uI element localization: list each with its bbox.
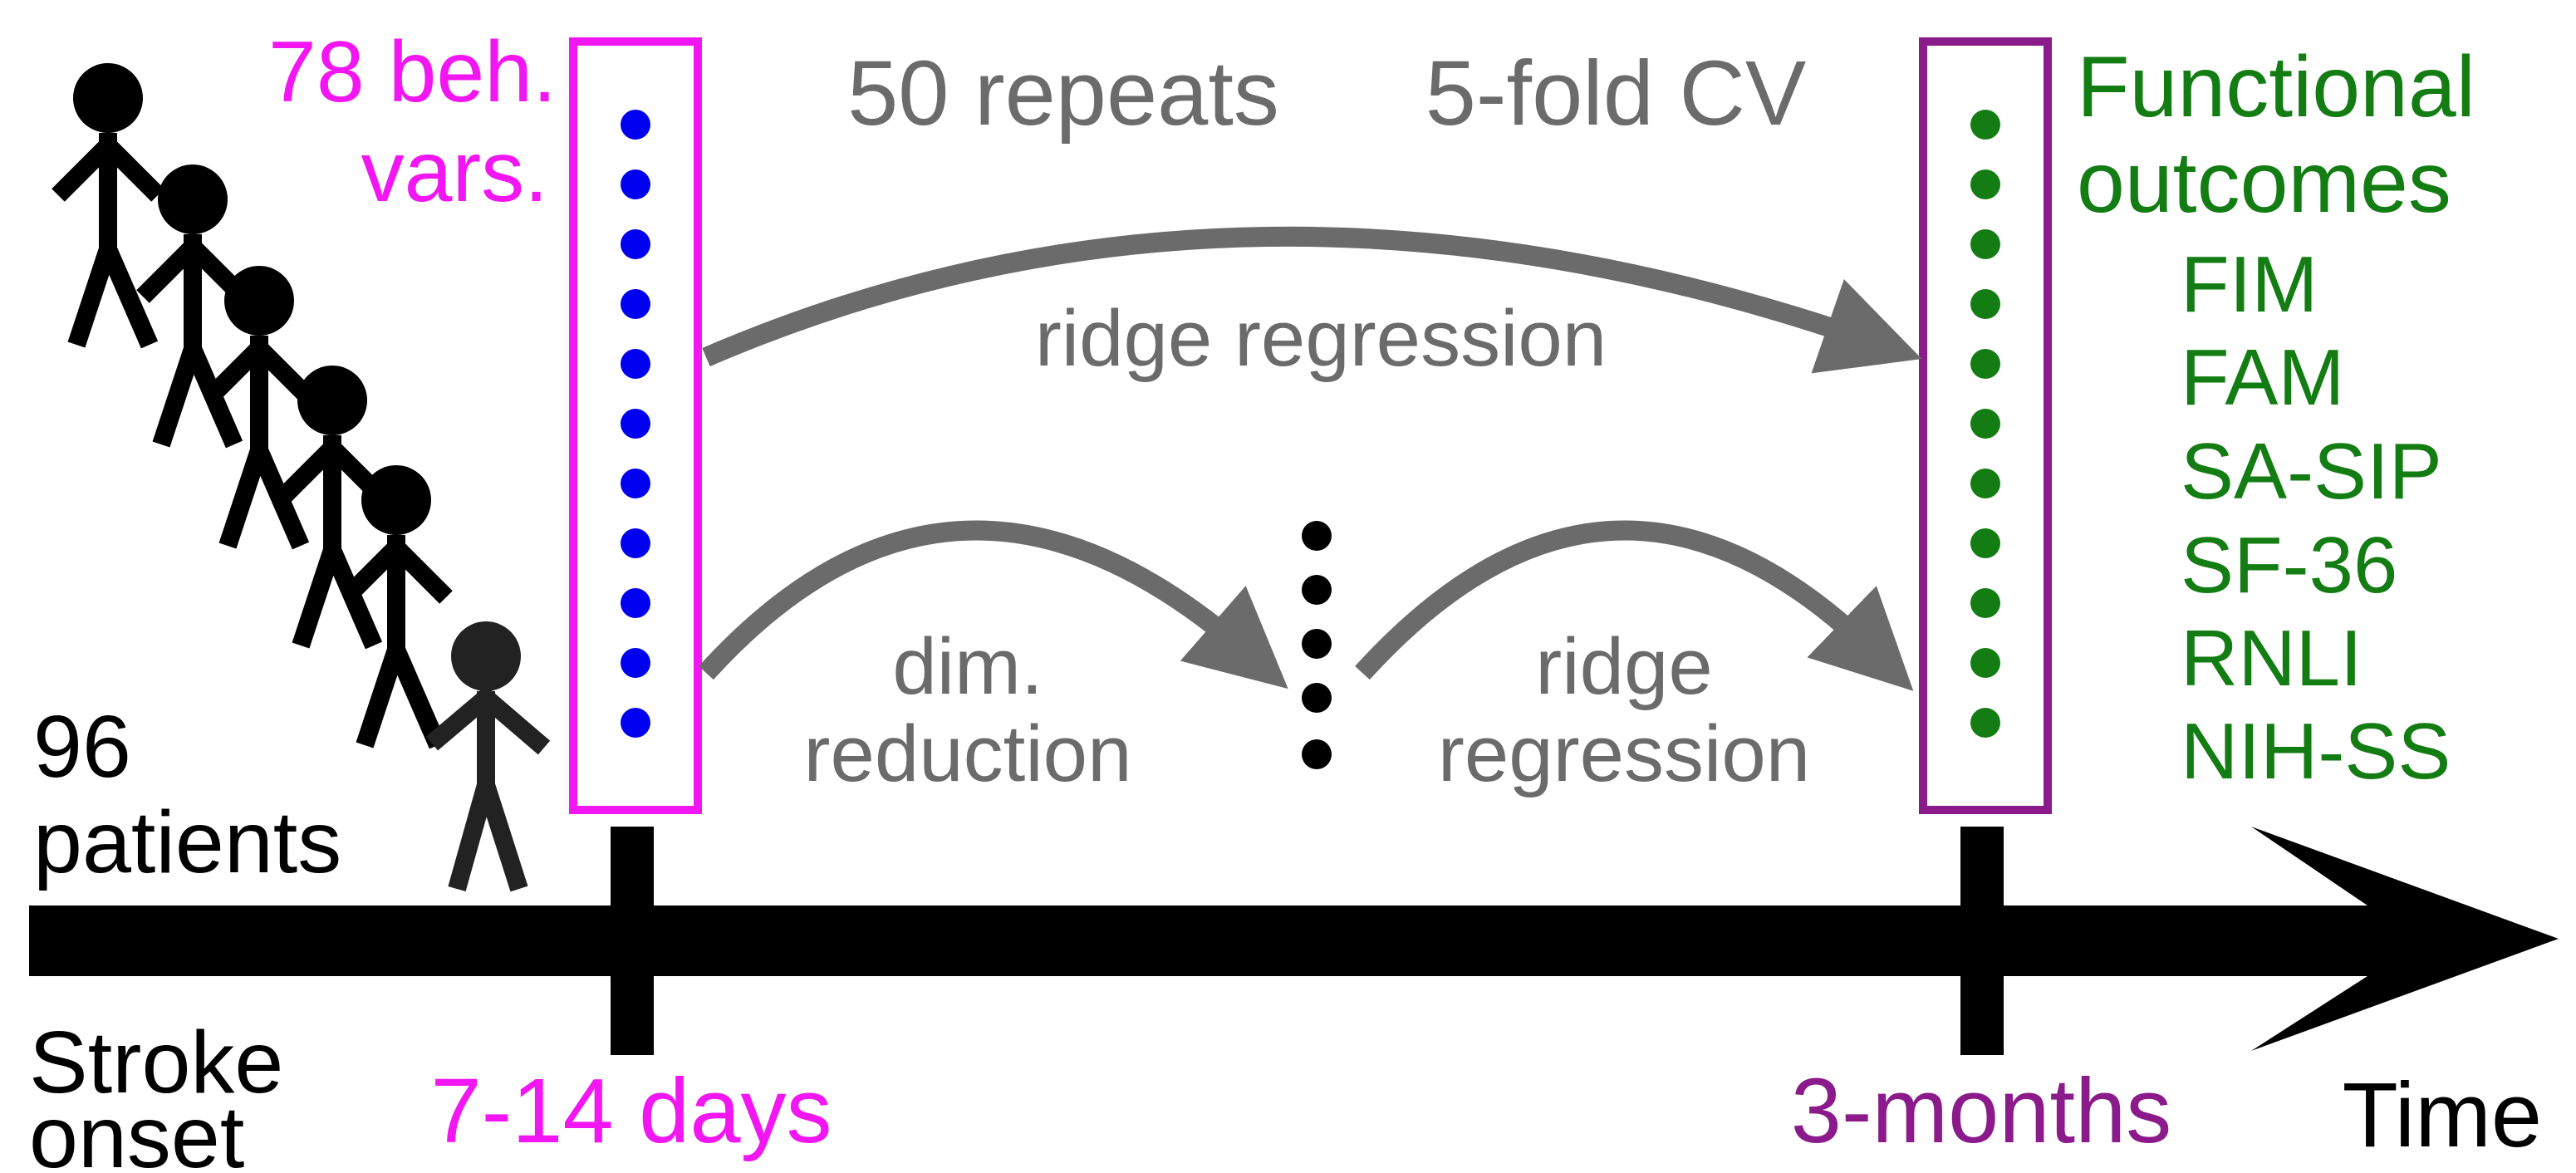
feature-dot-icon [621, 110, 650, 140]
patients-count-label: 96 [33, 698, 131, 796]
feature-dot-icon [621, 469, 650, 498]
days-label: 7-14 days [430, 1060, 832, 1162]
feature-dot-icon [1970, 409, 2000, 439]
reduced-component-dots [1302, 521, 1332, 769]
beh-vars-label-line1: 78 beh. [268, 24, 557, 120]
repeats-label: 50 repeats [847, 42, 1279, 145]
feature-dot-icon [1970, 588, 2000, 618]
feature-dot-icon [1970, 169, 2000, 199]
outcomes-title-line1: Functional [2077, 39, 2475, 135]
feature-dot-icon [1302, 521, 1332, 551]
outcome-item: FAM [2181, 333, 2344, 422]
feature-dot-icon [621, 648, 650, 678]
ridge-regression-arrow-icon [702, 226, 1922, 374]
feature-dot-icon [1302, 683, 1332, 713]
dim-reduction-label-line2: reduction [804, 709, 1132, 798]
feature-dot-icon [1970, 229, 2000, 259]
feature-dot-icon [1302, 739, 1332, 769]
person-icon [276, 366, 389, 650]
dim-reduction-arrow-icon [699, 520, 1288, 690]
feature-dot-icon [1302, 575, 1332, 605]
months-label: 3-months [1791, 1060, 2172, 1162]
feature-dot-icon [1970, 349, 2000, 379]
outcome-item: RNLI [2181, 614, 2363, 703]
feature-dot-icon [621, 409, 650, 439]
outcome-item: FIM [2181, 240, 2318, 329]
functional-outcomes-box [1919, 37, 2052, 814]
feature-dot-icon [1970, 289, 2000, 319]
feature-dot-icon [621, 349, 650, 379]
feature-dot-icon [621, 289, 650, 319]
behavioral-variables-box [569, 37, 702, 814]
outcomes-title-line2: outcomes [2077, 135, 2451, 231]
feature-dot-icon [1970, 648, 2000, 678]
stroke-onset-label-line1: Stroke [29, 1013, 283, 1112]
person-icon [52, 63, 164, 349]
feature-dot-icon [1970, 110, 2000, 140]
dim-reduction-label-line1: dim. [892, 622, 1043, 711]
feature-dot-icon [1302, 629, 1332, 659]
patients-group [52, 63, 551, 892]
person-icon [136, 164, 249, 449]
feature-dot-icon [1970, 469, 2000, 498]
ridge-regression-bottom-label-line2: regression [1438, 709, 1810, 798]
feature-dot-icon [1970, 528, 2000, 558]
feature-dot-icon [621, 528, 650, 558]
time-label: Time [2343, 1064, 2542, 1166]
ridge-regression-bottom-arrow-icon [1355, 520, 1914, 691]
outcome-dots [1970, 110, 2000, 738]
beh-vars-label-line2: vars. [361, 124, 548, 220]
person-icon [203, 266, 316, 550]
feature-dot-icon [1970, 708, 2000, 738]
feature-dot-icon [621, 229, 650, 259]
feature-dot-icon [621, 169, 650, 199]
ridge-regression-label: ridge regression [1035, 294, 1607, 383]
person-icon [340, 465, 453, 749]
patients-label: patients [33, 793, 341, 891]
stroke-onset-label-line2: onset [29, 1088, 244, 1173]
feature-dot-icon [621, 588, 650, 618]
outcome-item: NIH-SS [2181, 707, 2451, 796]
tick-3-months [1960, 827, 2004, 1055]
person-icon [425, 621, 551, 892]
feature-dot-icon [621, 708, 650, 738]
behavioral-variable-dots [621, 110, 650, 738]
tick-7-14-days [611, 827, 654, 1055]
outcome-item: SF-36 [2181, 521, 2397, 610]
outcome-item: SA-SIP [2181, 427, 2442, 516]
timeline-arrow [29, 827, 2559, 1055]
cv-label: 5-fold CV [1425, 42, 1807, 145]
ridge-regression-bottom-label-line1: ridge [1535, 622, 1712, 711]
